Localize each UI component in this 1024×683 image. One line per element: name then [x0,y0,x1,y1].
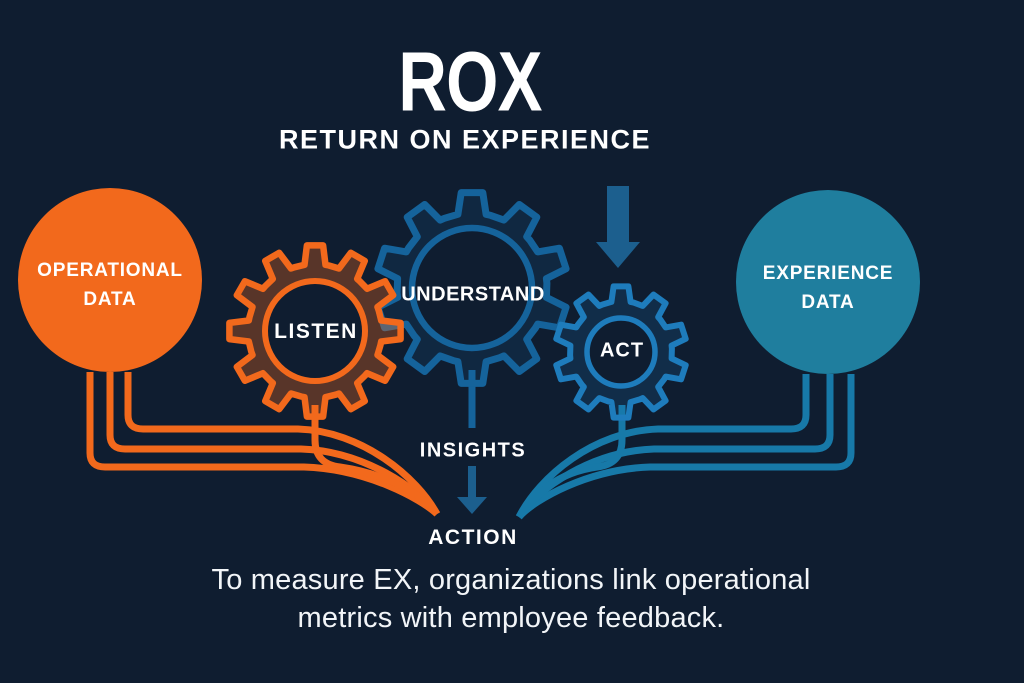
right-pipe-outer [516,374,855,520]
caption-line2: metrics with employee feedback. [297,602,725,634]
left-pipe-outer [86,372,440,517]
operational-data-line2: DATA [83,289,137,310]
listen-gear-pipe [311,405,440,517]
operational-data-line1: OPERATIONAL [37,260,183,281]
act-gear-ring [584,315,658,389]
experience-data-label: EXPERIENCE DATA [763,259,893,317]
caption-line1: To measure EX, organizations link operat… [211,564,811,596]
operational-data-pipes [86,372,441,517]
understand-gear-ring [408,224,536,352]
page-title: ROX [398,34,542,129]
listen-gear-ring [262,278,368,384]
experience-data-circle [736,190,920,374]
experience-data-line1: EXPERIENCE [762,263,894,284]
experience-data-pipes [515,374,855,520]
right-pipe-middle [516,374,834,519]
listen-label: LISTEN [274,320,358,343]
insights-label: INSIGHTS [419,439,527,462]
right-pipe-inner [515,374,810,519]
operational-data-label: OPERATIONAL DATA [37,256,183,314]
operational-data-circle [18,188,202,372]
page-subtitle: RETURN ON EXPERIENCE [278,124,652,155]
act-label: ACT [599,339,645,362]
act-gear-pipe [516,405,626,520]
caption: To measure EX, organizations link operat… [212,561,811,637]
down-arrow-icon [596,186,640,268]
understand-label: UNDERSTAND [401,283,545,306]
insights-to-action-arrow-icon [457,466,487,514]
experience-data-line2: DATA [801,292,855,313]
action-label: ACTION [428,526,518,549]
